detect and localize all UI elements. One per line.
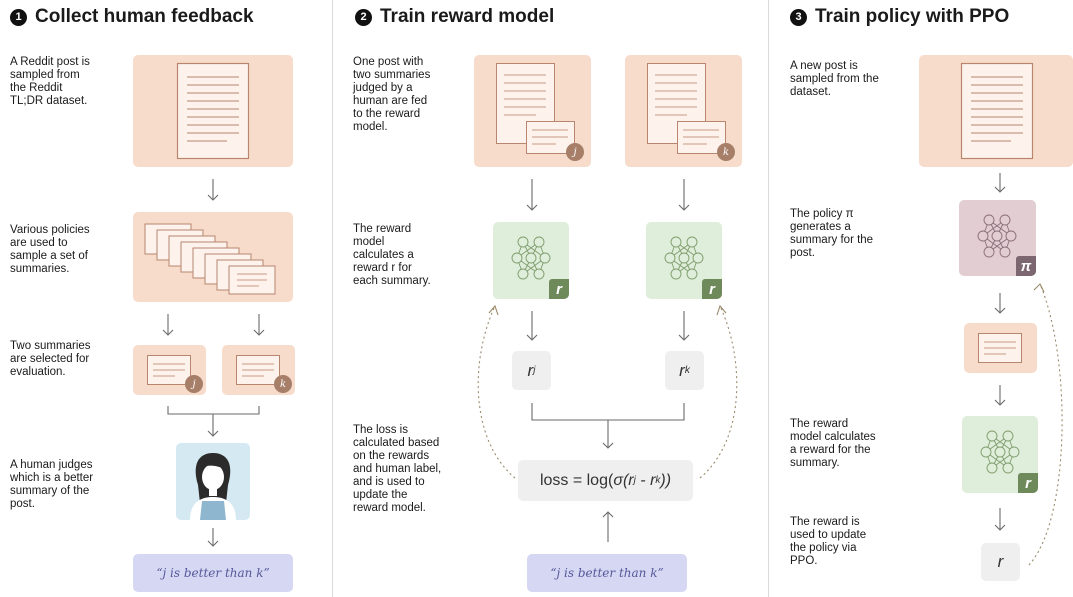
reward-rj-symbol: r: [527, 360, 534, 380]
section-2-number: 2: [355, 8, 372, 26]
section-3-title: Train policy with PPO: [815, 6, 1010, 27]
neural-network-icon: [664, 236, 704, 280]
divider-1: [332, 0, 333, 597]
section-3-number: 3: [790, 8, 807, 26]
badge-j-step2: j: [566, 143, 584, 161]
reward-badge-step3: r: [1018, 473, 1038, 493]
section-1-header: 1 Collect human feedback: [10, 6, 254, 28]
summary-j-icon: [147, 355, 191, 385]
section-1-number: 1: [10, 8, 27, 26]
section-3-header: 3 Train policy with PPO: [790, 6, 1009, 28]
post-j-card: j: [474, 55, 591, 167]
badge-j: j: [185, 375, 203, 393]
new-post-card: [919, 55, 1073, 167]
summary-k-icon: [236, 355, 280, 385]
step1-desc-post: A Reddit post is sampled from the Reddit…: [10, 56, 90, 107]
step3-desc-update: The reward is used to update the policy …: [790, 516, 867, 567]
human-icon: [190, 453, 236, 520]
reward-rk-subscript: k: [684, 365, 690, 376]
reward-model-j: r: [493, 222, 569, 299]
divider-2: [768, 0, 769, 597]
loss-suffix: )): [660, 471, 672, 489]
neural-network-icon: [511, 236, 551, 280]
stacked-summaries-icon: [144, 223, 276, 295]
section-2-header: 2 Train reward model: [355, 6, 554, 28]
post-k-icon: [647, 63, 726, 154]
step1-desc-policies: Various policies are used to sample a se…: [10, 224, 90, 275]
reward-model-k: r: [646, 222, 722, 299]
document-icon: [176, 62, 250, 160]
post-j-icon: [496, 63, 575, 154]
summary-k-card: k: [222, 345, 295, 395]
step3-desc-new: A new post is sampled from the dataset.: [790, 60, 879, 98]
step2-human-label: “j is better than k”: [527, 554, 687, 592]
reward-r-step3: r: [981, 543, 1020, 581]
summary-icon: [978, 333, 1022, 363]
step2-desc-calc: The reward model calculates a reward r f…: [353, 223, 431, 287]
badge-k: k: [274, 375, 292, 393]
step1-human-label: “j is better than k”: [133, 554, 293, 592]
reward-rk-symbol: r: [679, 360, 685, 380]
summaries-card: [133, 212, 293, 302]
step2-desc-loss: The loss is calculated based on the rewa…: [353, 424, 442, 514]
section-1-title: Collect human feedback: [35, 6, 254, 27]
reward-rj-subscript: j: [533, 365, 536, 376]
step1-desc-two: Two summaries are selected for evaluatio…: [10, 340, 91, 378]
step2-desc-fed: One post with two summaries judged by a …: [353, 56, 431, 133]
loss-sub-k: k: [655, 475, 661, 486]
neural-network-icon: [980, 430, 1020, 474]
human-judge-card: [176, 443, 250, 520]
reward-badge-j: r: [549, 279, 569, 299]
reward-model-step3: r: [962, 416, 1038, 493]
neural-network-icon: [977, 214, 1017, 258]
step3-desc-policy: The policy π generates a summary for the…: [790, 208, 874, 259]
reddit-post-card: [133, 55, 293, 167]
generated-summary-card: [964, 323, 1037, 373]
step1-desc-judge: A human judges which is a better summary…: [10, 459, 94, 510]
post-k-card: k: [625, 55, 742, 167]
loss-mid: - r: [635, 471, 656, 489]
loss-sub-j: j: [633, 475, 636, 486]
step3-desc-reward: The reward model calculates a reward for…: [790, 418, 876, 469]
section-2-title: Train reward model: [380, 6, 555, 27]
pi-badge: π: [1016, 256, 1036, 276]
summary-j-card: j: [133, 345, 206, 395]
loss-prefix: loss = log(: [539, 471, 614, 489]
loss-sigma: σ(r: [613, 471, 634, 489]
policy-card: π: [959, 200, 1036, 276]
document-icon: [960, 62, 1034, 160]
reward-badge-k: r: [702, 279, 722, 299]
badge-k-step2: k: [717, 143, 735, 161]
